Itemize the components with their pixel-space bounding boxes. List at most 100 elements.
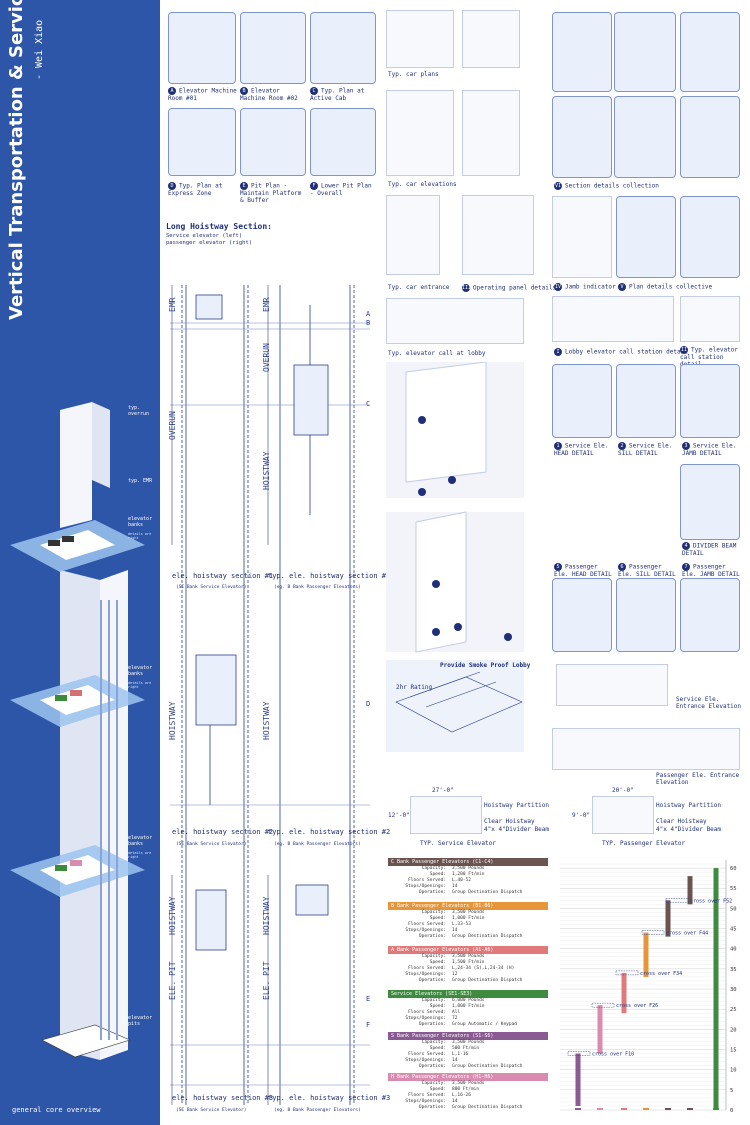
spec-b-row-5: Operation:Group Destination Dispatch: [388, 934, 548, 940]
detail-6-badge: 6: [618, 563, 626, 571]
zone-bar-foot-4: [665, 1108, 671, 1110]
pass-note-2: Clear Hoistway: [656, 818, 707, 825]
spec-s-k3: Floors Served:: [408, 1052, 446, 1057]
spec-h-row-4: Stops/Openings:14: [388, 1099, 548, 1105]
plan-a-drawing: [168, 12, 236, 84]
plan-details-label: Plan details collective: [629, 283, 713, 291]
plan-e-label: Pit Plan - Maintain Platform & Buffer: [240, 182, 302, 204]
zone-bar-0: [575, 1053, 581, 1106]
spec-h-bank: H Bank Passenger Elevators (H1-H6) Capac…: [388, 1073, 548, 1111]
plan-detail-1: [616, 196, 676, 278]
spec-a-row-5: Operation:Group Destination Dispatch: [388, 978, 548, 984]
spec-a-header: A Bank Passenger Elevators (A1-A6): [388, 946, 548, 954]
car-plan-2: [462, 10, 520, 68]
service-entrance-label: Service Ele. Entrance Elevation: [676, 696, 742, 710]
general-core-label: general core overview: [12, 1106, 101, 1114]
crossover-box-0: [567, 1051, 591, 1056]
y-tick-5: 5: [730, 1088, 733, 1094]
hoistway-label-left-3: HOISTWAY: [168, 896, 177, 935]
spec-se-bank: Service Elevators (SE1-SE3) Capacity:6,0…: [388, 990, 548, 1028]
section-details-label: Section details collection: [565, 182, 659, 190]
spec-se-v2: 1,000 Ft/min: [452, 1004, 485, 1009]
slab-2: [10, 675, 145, 727]
zone-bar-2: [621, 972, 627, 1014]
spec-b-v4: 14: [452, 928, 458, 933]
spec-b-v5: Group Destination Dispatch: [452, 934, 523, 939]
plan-a-label: Elevator Machine Room #01: [168, 87, 237, 102]
plan-c-label: Typ. Plan at Active Cab: [310, 87, 365, 102]
spec-h-row-3: Floors Served:L,16-26: [388, 1093, 548, 1099]
spec-se-k5: Operation:: [418, 1022, 446, 1027]
detail-2-drawing: [616, 364, 676, 438]
spec-s-v4: 14: [452, 1058, 458, 1063]
spec-b-v2: 1,000 Ft/min: [452, 916, 485, 921]
spec-s-v1: 3,500 Pounds: [452, 1040, 485, 1045]
car-entrance: [386, 195, 440, 275]
spec-b-v3: L,33-53: [452, 922, 471, 927]
zone-bar-6: [713, 868, 719, 1110]
plan-detail-2: [680, 196, 740, 278]
spec-c-k1: Capacity:: [421, 866, 446, 871]
spec-s-bank: S Bank Passenger Elevators (S1-S6) Capac…: [388, 1032, 548, 1070]
spec-se-header: Service Elevators (SE1-SE3): [388, 990, 548, 998]
y-tick-45: 45: [730, 927, 737, 933]
spec-se-k4: Stops/Openings:: [405, 1016, 446, 1021]
section-detail-4: [552, 96, 612, 178]
iso-details: [386, 362, 524, 752]
spec-b-row-4: Stops/Openings:14: [388, 928, 548, 934]
detail-2-label: Service Ele. SILL DETAIL: [618, 442, 673, 457]
spec-se-v1: 6,000 Pounds: [452, 998, 485, 1003]
service-note-1: Hoistway Partition: [484, 802, 550, 809]
spec-s-k2: Speed:: [429, 1046, 446, 1051]
section-detail-6: [680, 96, 740, 178]
spec-se-row-1: Capacity:6,000 Pounds: [388, 998, 548, 1004]
detail-3-drawing: [680, 364, 740, 438]
spec-h-row-1: Capacity:3,500 Pounds: [388, 1081, 548, 1087]
detail-3-label: Service Ele. JAMB DETAIL: [682, 442, 737, 457]
detail-5-label: Passenger Ele. HEAD DETAIL: [554, 563, 612, 578]
detail-1-drawing: [552, 364, 612, 438]
emr-label-left: EMR: [168, 297, 177, 312]
typ-passenger-label: TYP. Passenger Elevator: [602, 840, 686, 847]
spec-c-row-5: Operation:Group Destination Dispatch: [388, 890, 548, 896]
crossover-label-0: cross over F10: [592, 1052, 634, 1058]
plan-e-badge: E: [240, 182, 248, 190]
spec-s-header: S Bank Passenger Elevators (S1-S6): [388, 1032, 548, 1040]
service-entrance-elev: [556, 664, 668, 706]
core-sublabel-1: details are right: [128, 532, 152, 540]
plan-f-badge: F: [310, 182, 318, 190]
detail-5-drawing: [552, 578, 612, 652]
spec-se-v5: Group Automatic / Keypad: [452, 1022, 518, 1027]
plan-a-badge: A: [168, 87, 176, 95]
spec-a-row-4: Stops/Openings:12: [388, 972, 548, 978]
passenger-entrance-elev: [552, 728, 740, 770]
detail-6-drawing: [616, 578, 676, 652]
detail-7-badge: 7: [682, 563, 690, 571]
plan-d-badge: D: [168, 182, 176, 190]
spec-c-k3: Floors Served:: [408, 878, 446, 883]
spec-s-row-3: Floors Served:L,1-16: [388, 1052, 548, 1058]
core-label-emr: typ. EMR: [128, 478, 153, 484]
section-3-right-sub: (eg. B Bank Passenger Elevators): [274, 1108, 361, 1113]
core-label-banks-1: elevator banks: [128, 516, 153, 528]
spec-s-k1: Capacity:: [421, 1040, 446, 1045]
core-sublabel-3: details are right: [128, 851, 152, 859]
plan-e-drawing: [240, 108, 306, 176]
long-section-desc-1: Service elevator (left): [166, 233, 243, 239]
y-tick-25: 25: [730, 1007, 737, 1013]
spec-c-v5: Group Destination Dispatch: [452, 890, 523, 895]
spec-b-row-1: Capacity:3,500 Pounds: [388, 910, 548, 916]
spec-c-row-4: Stops/Openings:14: [388, 884, 548, 890]
slab-1: [10, 520, 145, 572]
core-label-banks-2: elevator banks: [128, 665, 153, 677]
spec-c-v2: 1,200 Ft/min: [452, 872, 485, 877]
spec-b-row-3: Floors Served:L,33-53: [388, 922, 548, 928]
spec-c-header: C Bank Passenger Elevators (C1-C4): [388, 858, 548, 866]
pass-width-dim: 20'-0": [612, 787, 634, 794]
